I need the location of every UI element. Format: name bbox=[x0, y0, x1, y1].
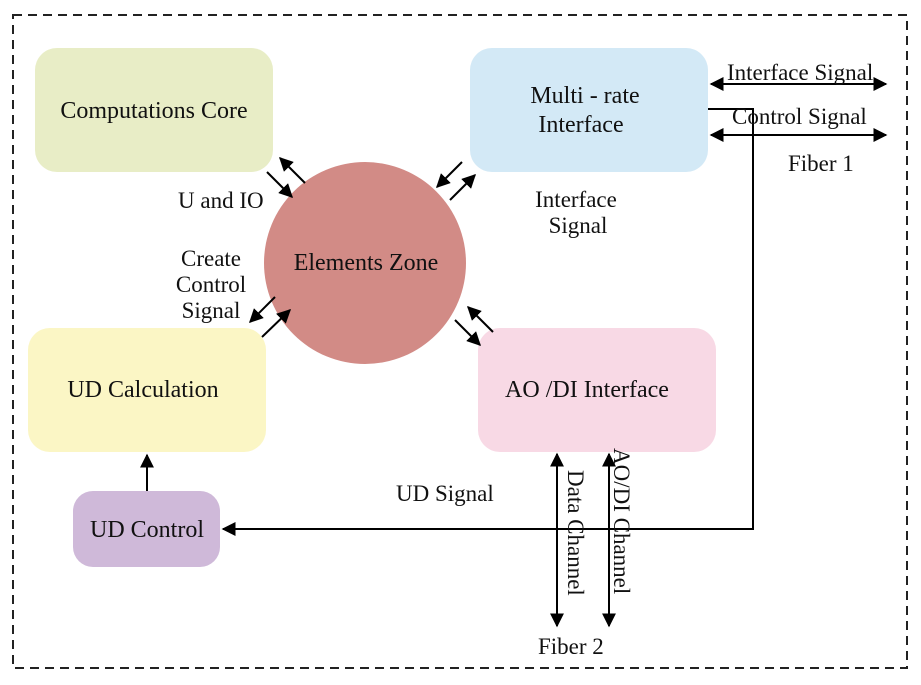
label-control: Control bbox=[176, 272, 246, 297]
aodi-interface-label: AO /DI Interface bbox=[505, 377, 669, 403]
ud-calculation-box bbox=[28, 328, 266, 452]
label-data-channel: Data Channel bbox=[563, 470, 588, 596]
label-signal: Signal bbox=[182, 298, 241, 323]
label-fiber1: Fiber 1 bbox=[788, 151, 854, 176]
arrow-core-to-zone bbox=[266, 171, 293, 198]
label-u-and-io: U and IO bbox=[178, 188, 264, 213]
aodi-interface-box bbox=[478, 328, 716, 452]
label-aodi-channel: AO/DI Channel bbox=[609, 448, 634, 594]
arrow-multirate-to-zone bbox=[436, 161, 463, 188]
ud-calculation-label: UD Calculation bbox=[67, 377, 218, 403]
multirate-interface-label-line1: Multi - rate bbox=[530, 83, 639, 109]
ud-control-label: UD Control bbox=[90, 517, 204, 543]
elements-zone-label: Elements Zone bbox=[294, 250, 439, 276]
multirate-interface-node: Multi - rate Interface bbox=[470, 48, 708, 172]
label-interface-signal-center-line2: Signal bbox=[549, 213, 608, 238]
elements-zone-circle bbox=[264, 162, 466, 364]
label-interface-signal-center-line1: Interface bbox=[535, 187, 617, 212]
elements-zone-node: Elements Zone bbox=[264, 162, 466, 364]
arrow-udcalc-to-zone bbox=[261, 309, 292, 338]
label-create: Create bbox=[181, 246, 241, 271]
ud-control-node: UD Control bbox=[73, 491, 220, 567]
computations-core-node: Computations Core bbox=[35, 48, 273, 172]
outer-dashed-frame bbox=[12, 14, 908, 669]
computations-core-label: Computations Core bbox=[60, 98, 247, 124]
ud-signal-line bbox=[221, 108, 754, 536]
arrow-zone-to-core bbox=[279, 157, 306, 184]
computations-core-box bbox=[35, 48, 273, 172]
label-control-signal-right: Control Signal bbox=[732, 104, 867, 129]
label-interface-signal-right: Interface Signal bbox=[727, 60, 873, 85]
ud-calculation-node: UD Calculation bbox=[28, 328, 266, 452]
arrow-aodi-to-zone bbox=[467, 306, 494, 333]
arrow-zone-to-udcalc bbox=[249, 296, 276, 323]
aodi-interface-node: AO /DI Interface bbox=[478, 328, 716, 452]
ud-control-box bbox=[73, 491, 220, 567]
label-fiber2: Fiber 2 bbox=[538, 634, 604, 659]
label-ud-signal: UD Signal bbox=[396, 481, 494, 506]
multirate-interface-label-line2: Interface bbox=[538, 112, 623, 138]
arrow-zone-to-aodi bbox=[454, 319, 481, 346]
multirate-interface-box bbox=[470, 48, 708, 172]
arrow-zone-to-multirate bbox=[449, 174, 476, 201]
